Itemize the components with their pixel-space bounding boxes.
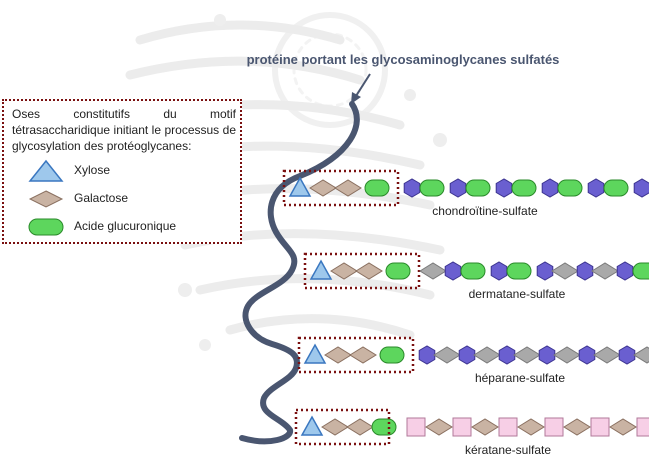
glucuronic-acid-unit [379,346,405,364]
pink-square-unit [544,417,564,437]
glucuronic-acid-unit [460,262,486,280]
legend-title: Oses constitutifs du motif tétrasacchari… [12,107,236,153]
galactose-unit [425,418,453,436]
title-arrow-head [351,92,361,104]
galactose-unit [324,346,352,364]
linker-box [303,252,421,290]
galactose-unit [609,418,637,436]
xylose-unit [300,415,324,436]
protein-title: protéine portant les glycosaminoglycanes… [247,52,560,67]
chain-4: kératane-sulfate [294,408,649,457]
grey-diamond-unit [473,346,501,364]
glucuronic-acid-unit [385,262,411,280]
linker-box [282,169,400,207]
linker-box [294,408,391,446]
hexagon-unit [618,345,636,365]
chain-2: dermatane-sulfate [303,252,649,301]
title-arrow-line [355,73,371,97]
grey-diamond-unit [419,262,447,280]
glucuronic-acid-unit [632,262,649,280]
chains-layer: chondroïtine-sulfate dermatane-sulfate hép… [282,169,649,457]
grey-diamond-unit [551,262,579,280]
galactose-unit [355,262,383,280]
galactose-unit [517,418,545,436]
legend-label-galactose: Galactose [74,191,129,205]
hexagon-unit [616,261,634,281]
chain-label: chondroïtine-sulfate [432,204,538,218]
galactose-unit [321,418,349,436]
galactose-unit [563,418,591,436]
chain-label: héparane-sulfate [475,371,565,385]
linker-box [297,336,415,374]
legend-box: Oses constitutifs du motif tétrasacchari… [2,99,242,244]
hexagon-unit [576,261,594,281]
hexagon-unit [458,345,476,365]
glucuronic-acid-unit [603,179,629,197]
glucuronic-acid-unit [506,262,532,280]
glucuronic-acid-unit [557,179,583,197]
protein-backbone [239,101,360,445]
pink-square-unit [452,417,472,437]
hexagon-unit [403,178,421,198]
pink-square-unit [636,417,649,437]
grey-diamond-unit [591,262,619,280]
glucuronic-acid-unit [465,179,491,197]
hexagon-unit [541,178,559,198]
hexagon-unit [449,178,467,198]
pink-square-unit [406,417,426,437]
galactose-unit [334,179,362,197]
glucuronic-acid-unit [511,179,537,197]
glucuronic-acid-unit [371,418,397,436]
xylose-unit [288,176,312,197]
grey-diamond-unit [633,346,649,364]
glucuronic-acid-unit [419,179,445,197]
hexagon-unit [538,345,556,365]
galactose-unit [349,346,377,364]
hexagon-unit [536,261,554,281]
grey-diamond-unit [433,346,461,364]
hexagon-unit [633,178,649,198]
hexagon-unit [444,261,462,281]
grey-diamond-unit [553,346,581,364]
hexagon-unit [498,345,516,365]
hexagon-unit [587,178,605,198]
xylose-unit [309,259,333,280]
chain-1: chondroïtine-sulfate [282,169,649,218]
triangle-icon [28,159,64,182]
grey-diamond-unit [513,346,541,364]
pink-square-unit [590,417,610,437]
galactose-unit [471,418,499,436]
galactose-unit [346,418,374,436]
capsule-icon [28,218,64,236]
glucuronic-acid-unit [364,179,390,197]
chain-3: héparane-sulfate [297,336,649,385]
chain-label: dermatane-sulfate [469,287,566,301]
legend-label-glucuronic: Acide glucuronique [74,219,177,233]
chain-label: kératane-sulfate [465,443,551,457]
grey-diamond-unit [593,346,621,364]
hexagon-unit [490,261,508,281]
diamond-icon [28,190,64,208]
background-golgi-illustration [125,12,461,351]
hexagon-unit [418,345,436,365]
xylose-unit [303,343,327,364]
hexagon-unit [495,178,513,198]
pink-square-unit [498,417,518,437]
hexagon-unit [578,345,596,365]
legend-label-xylose: Xylose [74,163,111,177]
